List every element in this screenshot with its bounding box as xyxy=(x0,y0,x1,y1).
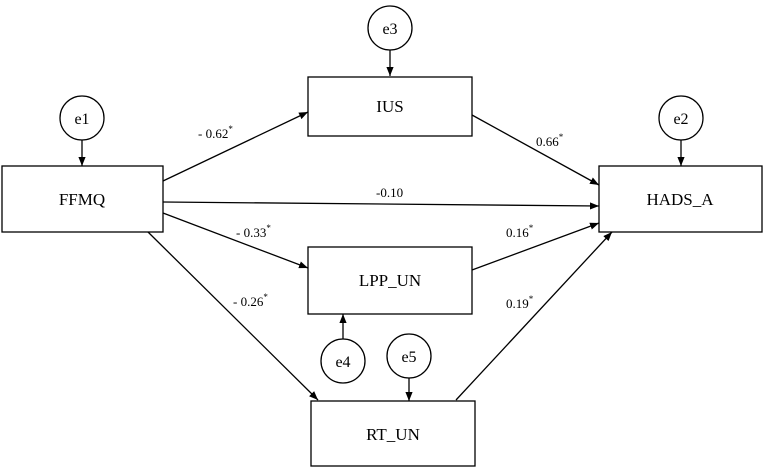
edge-ffmq-lpp xyxy=(162,212,309,269)
node-lpp-label: LPP_UN xyxy=(359,271,421,290)
edge-lpp-hads xyxy=(471,222,600,271)
edge-ffmq-hads xyxy=(162,201,600,210)
coef-ius-hads: 0.66* xyxy=(536,132,564,149)
node-rt-label: RT_UN xyxy=(366,425,420,444)
coef-ffmq-lpp: - 0.33* xyxy=(236,223,271,240)
edges xyxy=(78,50,685,401)
node-ffmq-label: FFMQ xyxy=(59,190,105,209)
coefficients: - 0.62* -0.10 - 0.33* - 0.26* 0.66* 0.16… xyxy=(198,124,564,311)
edge-ius-hads xyxy=(471,114,600,186)
coef-ffmq-rt: - 0.26* xyxy=(233,292,268,309)
node-hads: HADS_A xyxy=(598,165,763,233)
edge-ffmq-ius xyxy=(162,111,309,182)
edge-rt-hads xyxy=(455,231,613,401)
error-e4-label: e4 xyxy=(335,354,350,371)
error-e5-label: e5 xyxy=(401,349,416,366)
coef-rt-hads: 0.19* xyxy=(506,294,534,311)
node-lpp: LPP_UN xyxy=(307,246,473,315)
node-ius-label: IUS xyxy=(376,97,403,116)
error-e2-label: e2 xyxy=(673,111,688,128)
error-e4: e4 xyxy=(320,338,366,384)
error-e3-label: e3 xyxy=(382,21,397,38)
node-rt: RT_UN xyxy=(310,400,476,467)
error-e1-label: e1 xyxy=(74,111,89,128)
node-ius: IUS xyxy=(307,76,473,137)
error-e3: e3 xyxy=(367,5,413,51)
error-e2: e2 xyxy=(658,95,704,141)
coef-ffmq-ius: - 0.62* xyxy=(198,124,233,141)
error-e5: e5 xyxy=(386,333,432,379)
node-hads-label: HADS_A xyxy=(646,190,714,209)
error-e1: e1 xyxy=(59,95,105,141)
coef-lpp-hads: 0.16* xyxy=(506,223,534,240)
node-ffmq: FFMQ xyxy=(1,165,164,233)
coef-ffmq-hads: -0.10 xyxy=(376,185,403,200)
edge-ffmq-rt xyxy=(147,231,319,401)
